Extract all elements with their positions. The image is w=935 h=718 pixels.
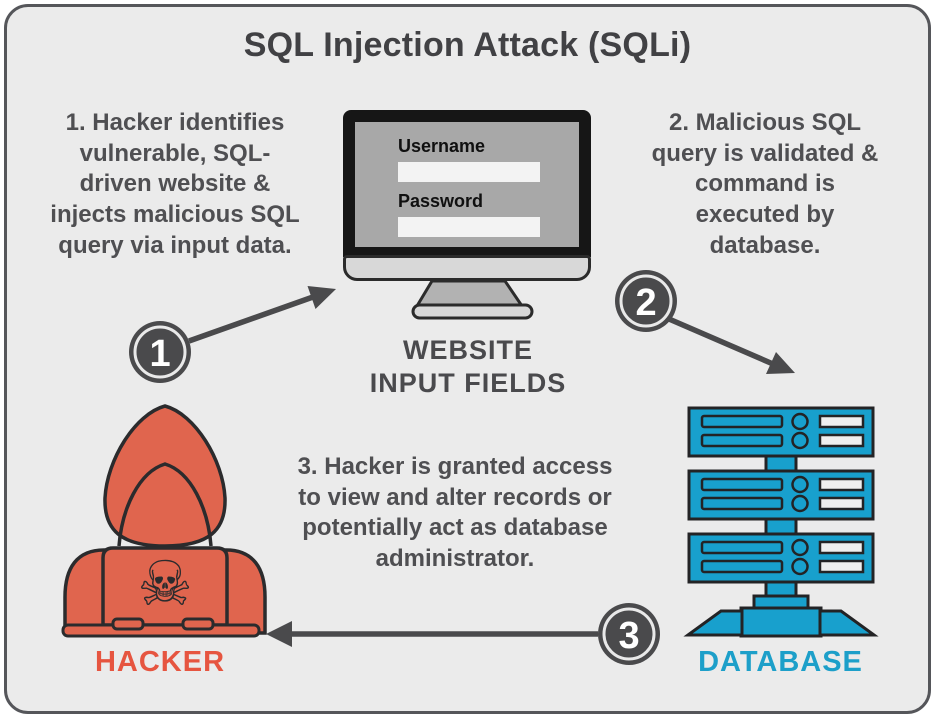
hacker-laptop [101, 546, 229, 627]
step-3-text: 3. Hacker is granted access to view and … [297, 453, 613, 573]
monitor-chin [343, 255, 591, 281]
hacker-hood [103, 404, 227, 548]
step-1-text: 1. Hacker identifies vulnerable, SQL- dr… [50, 109, 300, 259]
monitor-icon: Username Password [343, 110, 591, 257]
username-label: Username [398, 136, 486, 156]
skull-crossbones-icon: ☠ [137, 547, 193, 620]
monitor-stand-icon [411, 279, 534, 320]
hacker-icon: ☠ [61, 404, 267, 638]
db-foot-left [683, 609, 744, 637]
laptop-base [61, 623, 261, 638]
password-label: Password [398, 191, 484, 211]
monitor-screen: Username Password [355, 122, 579, 247]
db-pedestal-base [739, 606, 823, 638]
hacker-hood-inner [117, 462, 213, 547]
hacker-label: HACKER [94, 646, 226, 678]
laptop-hinge-right [181, 617, 215, 631]
password-input [398, 217, 540, 237]
database-label: DATABASE [698, 646, 863, 678]
step-2-text: 2. Malicious SQL query is validated & co… [651, 109, 879, 259]
website-input-fields-label: WEBSITE INPUT FIELDS [369, 335, 567, 398]
database-icon [683, 406, 879, 638]
db-foot-right [818, 609, 879, 637]
laptop-hinge-left [111, 617, 145, 631]
page-title: SQL Injection Attack (SQLi) [243, 26, 692, 64]
username-input [398, 162, 540, 182]
